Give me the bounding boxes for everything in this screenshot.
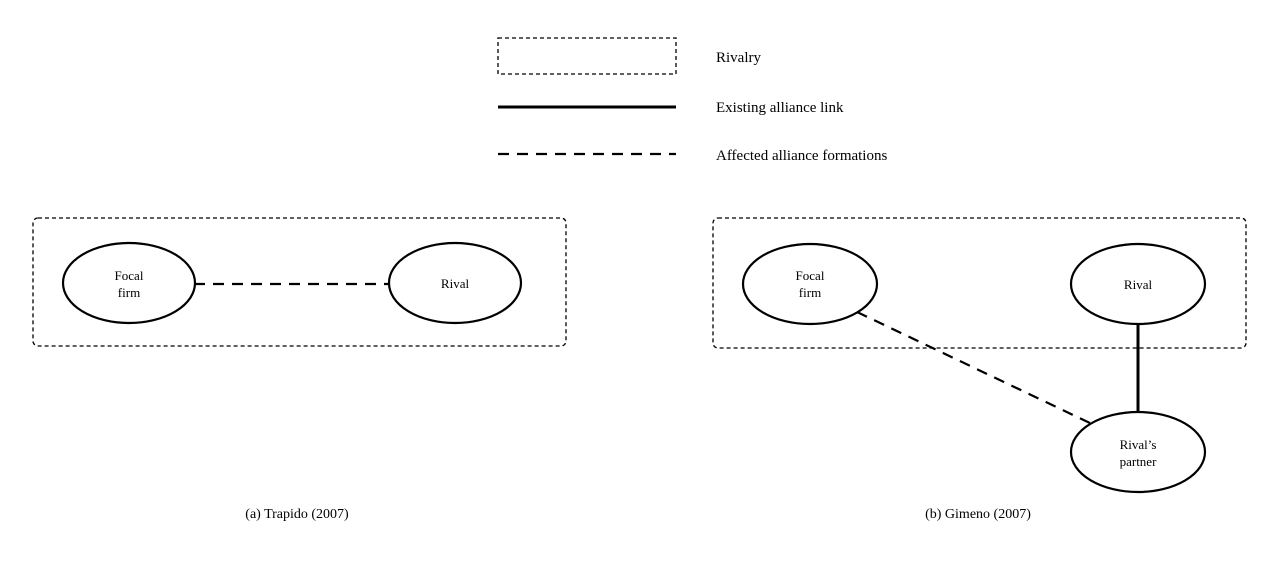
legend-rivalry-label: Rivalry: [716, 50, 761, 66]
panel-b-focal-firm-node: [741, 242, 879, 326]
panel-a-focal-firm-node: [61, 241, 197, 325]
panel-b-rivals-partner-node: [1069, 410, 1207, 494]
panel-b-focal-firm-label-line1: Focal: [796, 268, 825, 283]
legend-existing-link-label: Existing alliance link: [716, 100, 844, 116]
panel-b-caption: (b) Gimeno (2007): [925, 507, 1031, 522]
panel-a-rivalry-box: [32, 217, 567, 347]
panel-a-focal-firm-label-line1: Focal: [115, 268, 144, 283]
panel-a-rival-label: Rival: [441, 276, 470, 291]
panel-b-rivals-partner-label-line2: partner: [1120, 454, 1157, 469]
legend: Rivalry Existing alliance link Affected …: [497, 37, 887, 164]
panel-a-focal-firm-label-line2: firm: [118, 285, 140, 300]
legend-affected-formation-label: Affected alliance formations: [716, 148, 887, 164]
panel-a: Focal firm Rival (a) Trapido (2007): [32, 217, 567, 522]
panel-b-rival-node: [1069, 242, 1207, 326]
panel-b-rivals-partner-label-line1: Rival’s: [1120, 437, 1157, 452]
legend-rivalry-swatch: [497, 37, 677, 75]
panel-b: Focal firm Rival Rival’s partner (b) Gim…: [712, 217, 1247, 522]
panel-b-affected-formation-link: [856, 311, 1093, 425]
panel-a-rival-node: [387, 241, 523, 325]
panel-b-focal-firm-label-line2: firm: [799, 285, 821, 300]
panel-b-rival-label: Rival: [1124, 277, 1153, 292]
panel-b-rivalry-box: [712, 217, 1247, 349]
panel-a-caption: (a) Trapido (2007): [245, 507, 349, 522]
